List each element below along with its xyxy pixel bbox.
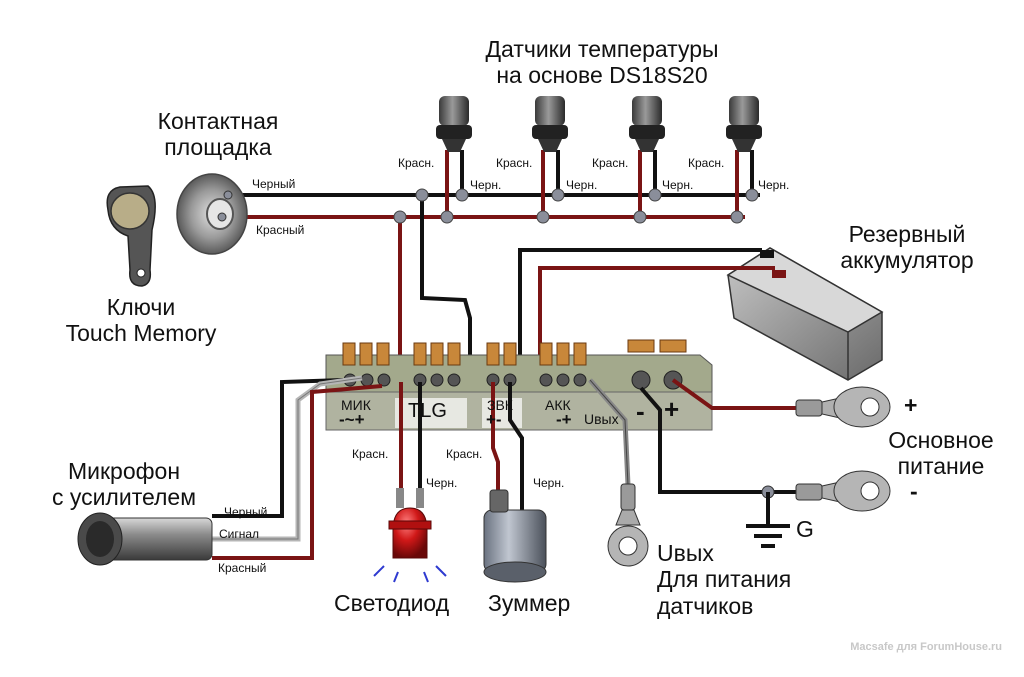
temp-sensor-2 <box>532 96 568 152</box>
main-plus-ring-terminal <box>795 386 891 428</box>
terminal-label-akk-pins: -+ <box>556 410 572 429</box>
terminal-label-mik-pins: -~+ <box>339 410 365 429</box>
temp-sensor-4 <box>726 96 762 152</box>
wire-label-mic-signal: Сигнал <box>219 527 260 541</box>
terminal-label-main-plus: + <box>664 394 680 424</box>
wire-label-buzzer-red: Красн. <box>446 447 483 461</box>
main-plus-label: + <box>904 392 918 418</box>
watermark: Macsafe для ForumHouse.ru <box>850 641 1002 653</box>
main-plus-wire <box>671 378 800 410</box>
terminal-label-mik: МИК <box>341 397 371 413</box>
buzzer-title: Зуммер <box>488 590 571 616</box>
buzzer-red-wire <box>491 382 500 500</box>
wire-label-buzzer-black: Черн. <box>533 476 565 490</box>
main-minus-label: - <box>910 478 918 504</box>
buzzer <box>483 489 547 583</box>
main-minus-wire <box>639 386 800 494</box>
contact-pad <box>176 173 248 255</box>
terminal-label-akk: АКК <box>545 397 571 413</box>
terminal-label-tlg: TLG <box>408 400 447 422</box>
ground-symbol <box>746 485 790 548</box>
touch-memory-key <box>106 185 156 287</box>
uout-ring-terminal <box>607 483 649 567</box>
wire-label-black-2: Черн. <box>566 178 598 192</box>
temp-sensor-1 <box>436 96 472 152</box>
wire-label-black-3: Черн. <box>662 178 694 192</box>
main-minus-ring-terminal <box>795 470 891 512</box>
sensor-bus <box>222 150 760 380</box>
wire-label-black-pad: Черный <box>252 177 296 191</box>
wire-label-red-3: Красн. <box>592 156 629 170</box>
wire-label-red-pad: Красный <box>256 223 305 237</box>
led-title: Светодиод <box>334 590 450 616</box>
wire-label-red-1: Красн. <box>398 156 435 170</box>
wire-label-mic-black: Черный <box>224 505 268 519</box>
wire-label-led-black: Черн. <box>426 476 458 490</box>
terminal-label-zvk: ЗВК <box>487 397 513 413</box>
wire-label-red-4: Красн. <box>688 156 725 170</box>
wire-label-black-1: Черн. <box>470 178 502 192</box>
wire-label-mic-red: Красный <box>218 561 267 575</box>
buzzer-black-wire <box>508 382 524 510</box>
terminal-label-uout: Uвых <box>584 411 619 427</box>
wire-label-led-red: Красн. <box>352 447 389 461</box>
ground-label: G <box>796 516 814 542</box>
microphone <box>77 512 213 566</box>
temp-sensor-3 <box>629 96 665 152</box>
wire-label-black-4: Черн. <box>758 178 790 192</box>
wire-label-red-2: Красн. <box>496 156 533 170</box>
battery-red-wire <box>538 266 775 378</box>
terminal-label-main-minus: - <box>636 396 645 426</box>
battery-black-wire <box>518 248 762 378</box>
terminal-label-zvk-pins: +- <box>486 410 502 429</box>
led <box>373 488 447 583</box>
microphone-wires <box>212 375 383 560</box>
